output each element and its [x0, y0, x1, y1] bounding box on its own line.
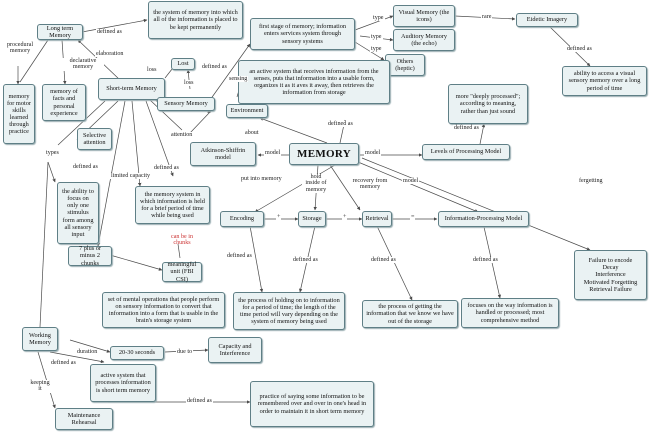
node-auditory-memory[interactable]: Auditory Memory (the echo): [393, 29, 455, 51]
link-label-defined-as: defined as: [327, 121, 354, 128]
link-label-equals: =: [410, 214, 416, 221]
link-label-due-to: due to: [176, 349, 194, 356]
link-label-duration: duration: [76, 349, 99, 356]
link-label-defined-as: defined as: [50, 360, 77, 367]
link-label-about: about: [244, 130, 260, 137]
node-practice-definition[interactable]: practice of saying some information to b…: [250, 381, 374, 427]
node-meaningful-unit[interactable]: meaningful unit (FBI CSI): [162, 261, 202, 283]
node-declarative-definition[interactable]: memory of facts and personal experience: [42, 84, 86, 121]
node-selective-attention[interactable]: Selective attention: [77, 128, 112, 150]
link-label-defined-as: defined as: [566, 46, 593, 53]
node-information-processing[interactable]: Information-Processing Model: [438, 211, 529, 227]
link-label-loss-2: loss: [183, 80, 195, 87]
link-label-defined-as: defined as: [153, 165, 180, 172]
link-label-declarative-memory: declarative memory: [62, 58, 104, 71]
node-ability-to-focus[interactable]: the ability to focus on only one stimulu…: [57, 182, 99, 244]
node-deeply-processed[interactable]: more "deeply processed"; according to me…: [448, 84, 528, 124]
node-capacity-interference[interactable]: Capacity and Interference: [208, 337, 262, 363]
link-label-loss: loss: [146, 67, 158, 74]
link-label-types: types: [45, 150, 60, 157]
link-label-defined-as: defined as: [96, 29, 123, 36]
link-label-limited-capacity: limited capacity: [110, 173, 152, 180]
link-label-model: model: [264, 150, 282, 157]
link-label-hold-inside: hold inside of memory: [302, 174, 330, 194]
link-label-plus-2: +: [342, 214, 348, 221]
node-procedural-definition[interactable]: memory for motor skills learned through …: [3, 84, 35, 144]
node-retrieval-definition[interactable]: the process of getting the information t…: [362, 300, 458, 328]
link-label-defined-as: defined as: [370, 257, 397, 264]
node-twenty-thirty-seconds[interactable]: 20-30 seconds: [110, 346, 164, 360]
node-seven-plus-minus[interactable]: 7 plus or minus 2 chunks: [68, 245, 112, 267]
node-lost[interactable]: Lost: [171, 58, 195, 70]
link-label-rare: rare: [481, 14, 493, 21]
node-long-term-definition[interactable]: the system of memory into which all of t…: [148, 1, 243, 39]
node-sensory-definition[interactable]: an active system that receives informati…: [238, 60, 390, 104]
link-label-can-be-in-chunks: can be in chunks: [171, 234, 193, 247]
node-sensory-memory[interactable]: Sensory Memory: [157, 97, 215, 111]
link-label-model-3: model: [402, 178, 420, 185]
node-first-stage[interactable]: first stage of memory; information enter…: [250, 18, 355, 50]
link-label-defined-as: defined as: [201, 64, 228, 71]
node-storage[interactable]: Storage: [298, 211, 326, 227]
node-others[interactable]: Others (heptic): [385, 54, 425, 76]
node-encoding-definition[interactable]: set of mental operations that people per…: [102, 292, 225, 328]
link-label-model-2: model: [364, 150, 382, 157]
node-encoding[interactable]: Encoding: [220, 211, 264, 227]
link-label-type-3: type: [370, 46, 383, 53]
node-memory[interactable]: MEMORY: [289, 143, 359, 165]
node-short-term-memory[interactable]: Short-term Memory: [98, 78, 165, 100]
node-working-memory[interactable]: Working Memory: [22, 327, 58, 351]
node-eidetic-definition[interactable]: ability to access a visual sensory memor…: [562, 66, 647, 96]
node-visual-memory[interactable]: Visual Memory (the icons): [393, 5, 455, 27]
link-label-recovery: recovery from memory: [348, 178, 392, 191]
node-levels-of-processing[interactable]: Levels of Processing Model: [422, 144, 510, 160]
link-label-fergetting: fergetting: [578, 178, 604, 185]
link-label-defined-as: defined as: [292, 257, 319, 264]
node-atkinson-shiffrin[interactable]: Atkinson-Shiffrin model: [190, 142, 256, 166]
node-eidetic-imagery[interactable]: Eidetic Imagery: [516, 13, 578, 27]
node-environment[interactable]: Environment: [226, 104, 268, 118]
link-label-defined-as: defined as: [186, 398, 213, 405]
link-label-procedural-memory: procedural memory: [4, 42, 36, 55]
link-label-attention: attention: [170, 132, 194, 139]
link-label-type-2: type: [370, 34, 383, 41]
link-label-defined-as: defined as: [226, 253, 253, 260]
link-label-defined-as: defined as: [453, 125, 480, 132]
node-long-term-memory[interactable]: Long term Memory: [37, 24, 83, 40]
node-active-system[interactable]: active system that processes information…: [90, 364, 156, 402]
link-label-sensing: sensing: [228, 76, 249, 83]
link-label-type: type: [372, 15, 385, 22]
node-short-term-definition[interactable]: the memory system in which information i…: [135, 186, 210, 224]
node-info-processing-definition[interactable]: focuses on the way information is handle…: [461, 298, 559, 328]
node-retrieval[interactable]: Retrieval: [362, 211, 392, 227]
link-label-elaboration: elaboration: [95, 51, 125, 58]
link-label-put-into-memory: put into memory: [240, 176, 283, 183]
link-label-defined-as: defined as: [472, 257, 499, 264]
node-forgetting-causes[interactable]: Failure to encode Decay Interference Mot…: [574, 250, 647, 300]
node-storage-definition[interactable]: the process of holding on to information…: [233, 292, 345, 330]
link-label-defined-as: defined as: [72, 164, 99, 171]
link-label-plus: +: [276, 214, 282, 221]
node-maintenance-rehearsal[interactable]: Maintenance Rehearsal: [55, 408, 113, 430]
link-label-keeping-it: keeping it: [28, 380, 52, 393]
